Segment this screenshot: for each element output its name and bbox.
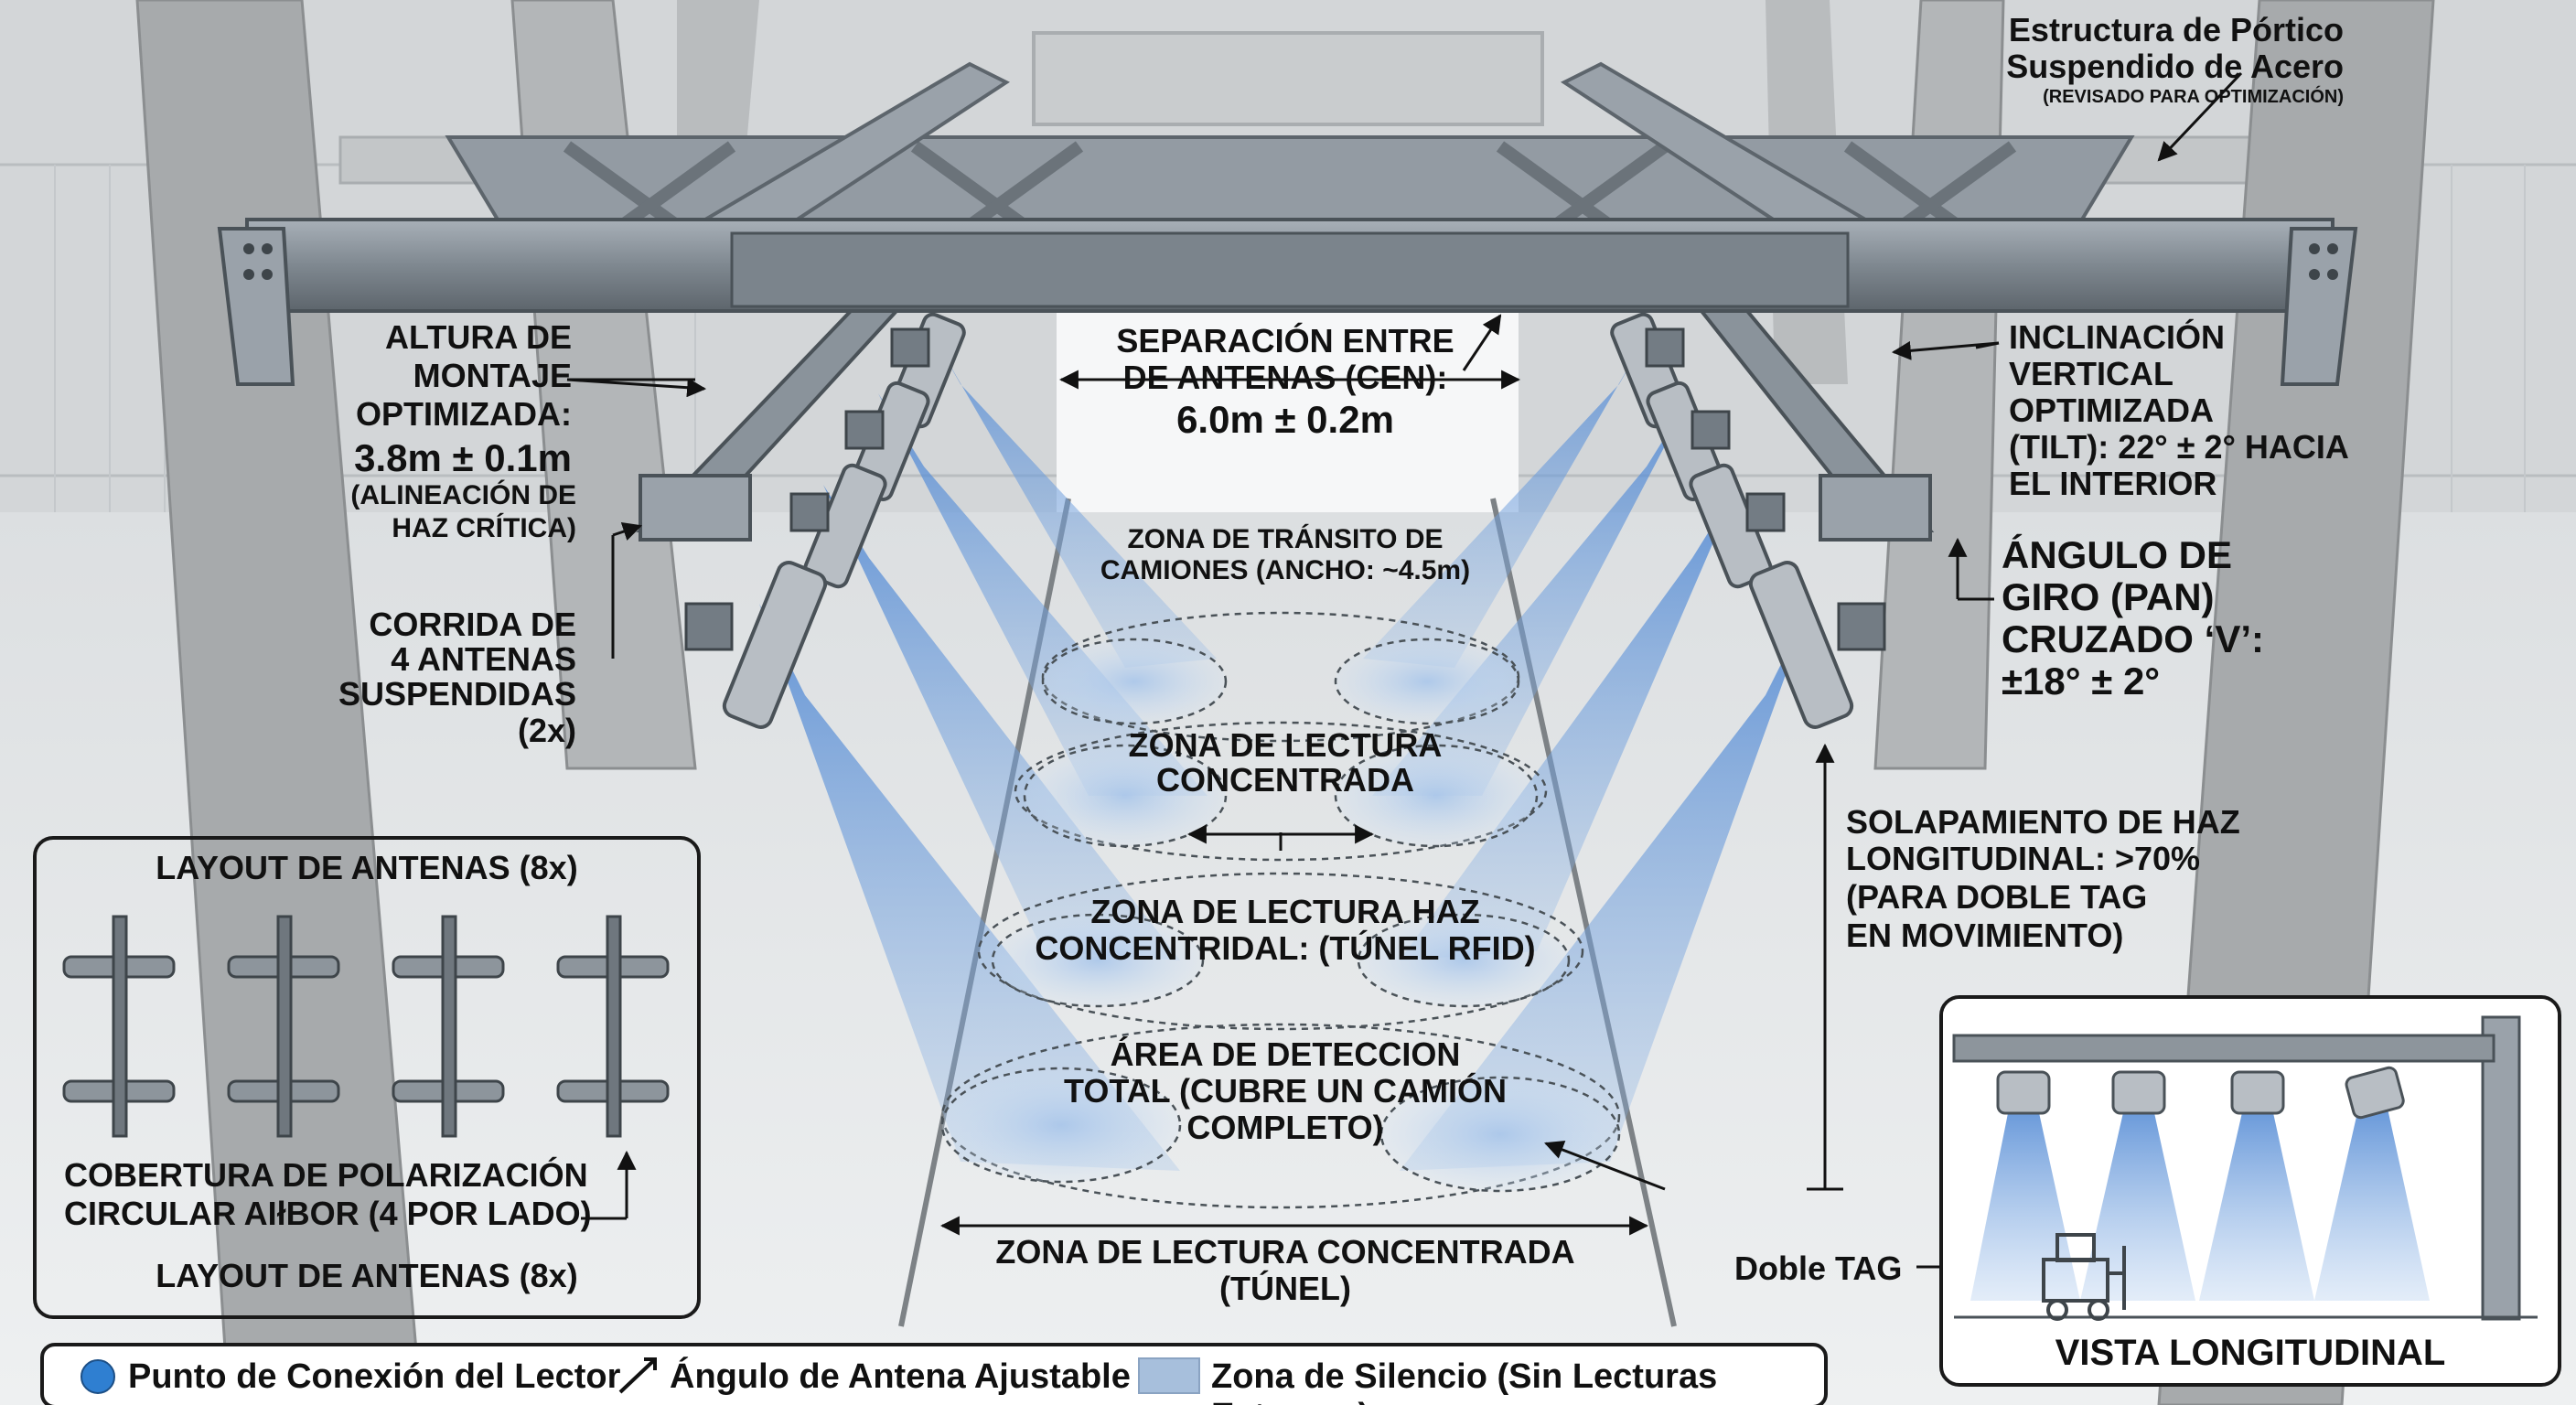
tilt-line2: VERTICAL — [2009, 355, 2174, 392]
tilt-line5: EL INTERIOR — [2009, 465, 2217, 502]
mount-height-value: 3.8m ± 0.1m — [354, 436, 572, 479]
longitudinal-view-drawing — [1943, 999, 2558, 1321]
transit-zone-line2: CAMIONES (ANCHO: ~4.5m) — [1100, 555, 1471, 585]
transit-zone-line1: ZONA DE TRÁNSITO DE — [1127, 524, 1444, 554]
antennas-left — [722, 312, 966, 729]
separation-line2: DE ANTENAS (CEN): — [1122, 359, 1448, 396]
mount-height-line3: OPTIMIZADA: — [356, 395, 572, 433]
legend-reader-point: Punto de Conexión del Lector — [128, 1357, 621, 1396]
tilt-line4: (TILT): 22° ± 2° HACIA — [2009, 428, 2349, 466]
structure-title-line2: Suspendido de Acero — [2006, 48, 2344, 85]
separation-line1: SEPARACIÓN ENTRE — [1116, 322, 1454, 359]
reader-point-icon — [80, 1359, 115, 1394]
antenna-brackets — [684, 327, 1886, 651]
overlap-line2: LONGITUDINAL: >70% — [1846, 840, 2201, 877]
silence-zone-swatch — [1138, 1357, 1200, 1394]
antenna-layout-glyphs — [62, 915, 670, 1138]
mount-height-line1: ALTURA DE — [385, 318, 572, 356]
legend-bar: Punto de Conexión del Lector Ángulo de A… — [40, 1343, 1828, 1405]
detection-area-line2: TOTAL (CUBRE UN CAMIÓN — [1064, 1072, 1507, 1110]
antenna-beams — [759, 320, 1811, 1171]
detection-area-line3: COMPLETO) — [1186, 1109, 1384, 1146]
tunnel-zone-line2: CONCENTRIDAL: (TÚNEL RFID) — [1035, 929, 1536, 967]
read-zones — [940, 611, 1621, 1209]
detection-area-line1: ÁREA DE DETECCION — [1110, 1035, 1461, 1073]
antenna-run-line1: CORRIDA DE — [369, 606, 576, 643]
coverage-line1: COBERTURA DE POLARIZACIÓN — [64, 1156, 588, 1194]
structure-note: (REVISADO PARA OPTIMIZACIÓN) — [2043, 87, 2344, 107]
pan-line1: ÁNGULO DE — [2002, 533, 2232, 576]
overlap-line1: SOLAPAMIENTO DE HAZ — [1846, 803, 2240, 841]
longitudinal-view-panel: VISTA LONGITUDINAL — [1939, 995, 2561, 1387]
legend-adjustable-angle: Ángulo de Antena Ajustable — [670, 1357, 1131, 1396]
mount-height-line2: MONTAJE — [413, 357, 572, 394]
bottom-zone-line2: (TÚNEL) — [1219, 1270, 1351, 1307]
antenna-layout-panel — [33, 836, 701, 1319]
separation-value: 6.0m ± 0.2m — [1176, 398, 1394, 441]
layout-box-footer: LAYOUT DE ANTENAS (8x) — [156, 1257, 578, 1294]
coverage-line2: CIRCULAR AIłBOR (4 POR LADO) — [64, 1195, 592, 1232]
pan-value: ±18° ± 2° — [2002, 660, 2161, 702]
tilt-line1: INCLINACIÓN — [2009, 318, 2225, 356]
pan-line2: GIRO (PAN) — [2002, 575, 2215, 618]
structure-title-line1: Estructura de Pórtico — [2008, 11, 2344, 48]
adjustable-angle-icon — [618, 1357, 657, 1394]
steel-gantry — [217, 61, 2358, 542]
bottom-zone-line1: ZONA DE LECTURA CONCENTRADA — [995, 1233, 1575, 1271]
tunnel-zone-line1: ZONA DE LECTURA HAZ — [1090, 893, 1480, 930]
antenna-run-line4: (2x) — [517, 712, 576, 749]
longitudinal-view-title: VISTA LONGITUDINAL — [2055, 1333, 2446, 1373]
pan-line3: CRUZADO ‘V’: — [2002, 617, 2264, 660]
mount-height-note-line1: (ALINEACIÓN DE — [350, 480, 576, 510]
overlap-line4: EN MOVIMIENTO) — [1846, 917, 2124, 954]
overlap-line3: (PARA DOBLE TAG — [1846, 878, 2148, 916]
double-tag-label: Doble TAG — [1734, 1249, 1903, 1287]
read-zone-line2: CONCENTRADA — [1156, 761, 1414, 799]
legend-silence-zone: Zona de Silencio (Sin Lecturas Externas) — [1211, 1357, 1718, 1405]
read-zone-line1: ZONA DE LECTURA — [1128, 726, 1443, 764]
antenna-run-line3: SUSPENDIDAS — [338, 675, 576, 713]
tilt-line3: OPTIMIZADA — [2009, 391, 2214, 429]
mount-height-note-line2: HAZ CRÍTICA) — [392, 513, 576, 543]
antennas-right — [1610, 312, 1854, 729]
antenna-run-line2: 4 ANTENAS — [391, 640, 576, 678]
forklift-icon — [2042, 1233, 2126, 1321]
layout-box-title: LAYOUT DE ANTENAS (8x) — [156, 849, 578, 886]
